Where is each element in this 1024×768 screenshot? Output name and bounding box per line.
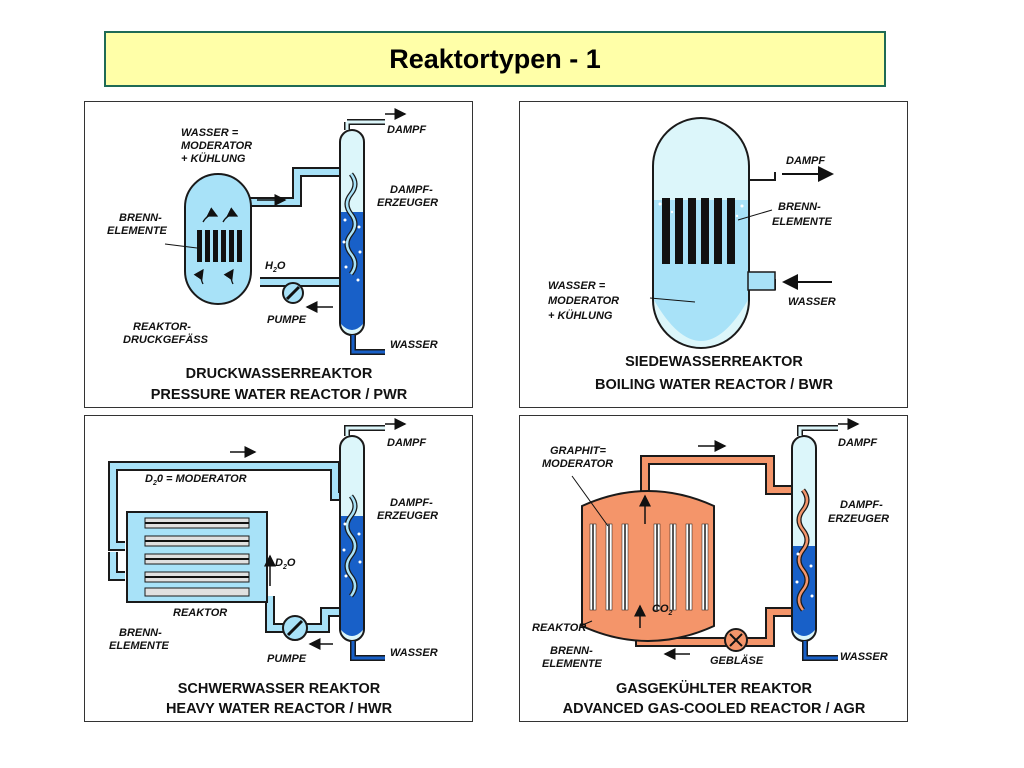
bwr-label-dampf: DAMPF (786, 155, 825, 167)
agr-label-dampferz-2: ERZEUGER (828, 513, 889, 525)
hwr-label-dampf: DAMPF (387, 437, 426, 449)
bwr-label-wasser-2: MODERATOR (548, 295, 619, 307)
pwr-label-brenn-1: BRENN- (119, 212, 162, 224)
hwr-label-brenn-2: ELEMENTE (109, 640, 170, 652)
panel-pwr: WASSER = MODERATOR + KÜHLUNG BRENN- ELEM… (84, 101, 473, 408)
agr-label-co2: CO2 (652, 603, 673, 617)
pwr-caption-en: PRESSURE WATER REACTOR / PWR (151, 387, 408, 403)
agr-label-brenn-1: BRENN- (550, 645, 593, 657)
pwr-label-wasser-2: MODERATOR (181, 140, 252, 152)
pwr-diagram: WASSER = MODERATOR + KÜHLUNG BRENN- ELEM… (107, 108, 438, 403)
bwr-label-brenn-1: BRENN- (778, 201, 821, 213)
panel-hwr: D20 = MODERATOR D2O REAKTOR BRENN- ELEME… (84, 415, 473, 722)
bwr-caption-de: SIEDEWASSERREAKTOR (625, 354, 803, 370)
hwr-label-wasser-in: WASSER (390, 647, 438, 659)
hwr-caption-de: SCHWERWASSER REAKTOR (178, 681, 381, 697)
pwr-caption-de: DRUCKWASSERREAKTOR (186, 366, 373, 382)
panel-bwr: DAMPF BRENN- ELEMENTE WASSER = MODERATOR… (519, 101, 908, 408)
bwr-label-brenn-2: ELEMENTE (772, 216, 833, 228)
pwr-label-reaktor-1: REAKTOR- (133, 321, 191, 333)
bwr-fuel-elements (662, 198, 735, 264)
pwr-label-reaktor-2: DRUCKGEFÄSS (123, 333, 209, 346)
hwr-label-pumpe: PUMPE (267, 653, 307, 665)
panel-agr: GRAPHIT= MODERATOR REAKTOR BRENN- ELEMEN… (519, 415, 908, 722)
agr-label-graphit-2: MODERATOR (542, 458, 613, 470)
agr-label-brenn-2: ELEMENTE (542, 658, 603, 670)
pwr-label-h2o: H2O (265, 260, 286, 274)
agr-fuel-elements (589, 523, 709, 611)
agr-label-dampferz-1: DAMPF- (840, 499, 883, 511)
agr-label-dampf: DAMPF (838, 437, 877, 449)
hwr-caption-en: HEAVY WATER REACTOR / HWR (166, 701, 393, 717)
bwr-label-wasser-1: WASSER = (548, 280, 606, 292)
bwr-caption-en: BOILING WATER REACTOR / BWR (595, 377, 833, 393)
hwr-label-d2o: D2O (275, 557, 296, 571)
pwr-label-dampferz-1: DAMPF- (390, 184, 433, 196)
agr-label-graphit-1: GRAPHIT= (550, 445, 607, 457)
hwr-label-moderator: D20 = MODERATOR (145, 473, 247, 487)
agr-label-reaktor: REAKTOR (532, 622, 586, 634)
agr-diagram: GRAPHIT= MODERATOR REAKTOR BRENN- ELEMEN… (532, 418, 889, 717)
pwr-label-dampf: DAMPF (387, 124, 426, 136)
pwr-label-wasser-3: + KÜHLUNG (181, 152, 246, 165)
hwr-fuel-channels (144, 517, 250, 597)
title-banner: Reaktortypen - 1 (104, 31, 886, 87)
agr-reactor (581, 490, 715, 642)
agr-caption-en: ADVANCED GAS-COOLED REACTOR / AGR (563, 701, 866, 717)
hwr-label-reaktor: REAKTOR (173, 607, 227, 619)
hwr-label-brenn-1: BRENN- (119, 627, 162, 639)
pwr-label-dampferz-2: ERZEUGER (377, 197, 438, 209)
hwr-label-dampferz-1: DAMPF- (390, 497, 433, 509)
agr-label-wasser-in: WASSER (840, 651, 888, 663)
pwr-label-brenn-2: ELEMENTE (107, 225, 168, 237)
bwr-label-wasser-in: WASSER (788, 296, 836, 308)
pwr-fuel-elements (197, 230, 242, 262)
bwr-diagram: DAMPF BRENN- ELEMENTE WASSER = MODERATOR… (548, 117, 836, 393)
pwr-label-wasser-in: WASSER (390, 339, 438, 351)
bwr-label-wasser-3: + KÜHLUNG (548, 309, 613, 322)
hwr-diagram: D20 = MODERATOR D2O REAKTOR BRENN- ELEME… (108, 418, 438, 717)
pwr-label-pumpe: PUMPE (267, 314, 307, 326)
agr-label-geblaese: GEBLÄSE (710, 654, 764, 667)
pwr-label-wasser-1: WASSER = (181, 127, 239, 139)
agr-caption-de: GASGEKÜHLTER REAKTOR (616, 680, 813, 697)
hwr-label-dampferz-2: ERZEUGER (377, 510, 438, 522)
page-title: Reaktortypen - 1 (389, 43, 601, 74)
